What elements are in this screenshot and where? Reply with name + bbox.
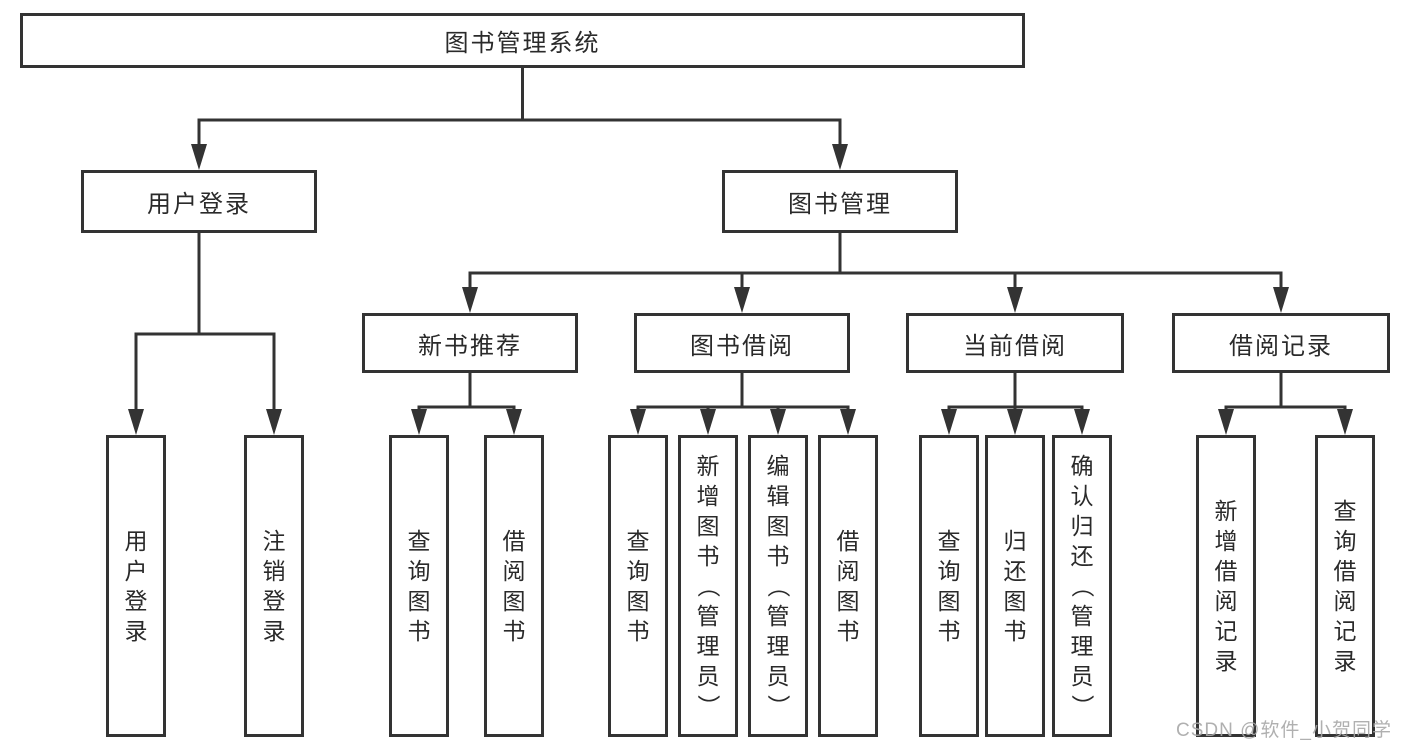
arrowhead-icon xyxy=(1074,409,1090,435)
node-borrow-records: 借阅记录 xyxy=(1172,313,1390,373)
node-leaf-confirm-return-admin: 确认归还（管理员） xyxy=(1052,435,1112,737)
node-leaf-add-books-admin: 新增图书（管理员） xyxy=(678,435,738,737)
node-leaf-query-books-current: 查询图书 xyxy=(919,435,979,737)
node-leaf-query-borrow-record: 查询借阅记录 xyxy=(1315,435,1375,737)
node-label: 图书管理系统 xyxy=(444,30,601,57)
node-book-borrow: 图书借阅 xyxy=(634,313,850,373)
node-new-book-recommend: 新书推荐 xyxy=(362,313,578,373)
node-leaf-logout: 注销登录 xyxy=(244,435,304,737)
node-label: 查询图书 xyxy=(407,528,431,644)
arrowhead-icon xyxy=(840,409,856,435)
arrowhead-icon xyxy=(411,409,427,435)
node-label: 新书推荐 xyxy=(418,332,522,360)
node-current-borrow: 当前借阅 xyxy=(906,313,1124,373)
arrowhead-icon xyxy=(770,409,786,435)
arrowhead-icon xyxy=(1007,287,1023,313)
arrowhead-icon xyxy=(128,409,144,435)
node-label: 借阅图书 xyxy=(836,528,860,644)
node-label: 查询图书 xyxy=(626,528,650,644)
arrowhead-icon xyxy=(700,409,716,435)
node-leaf-add-borrow-record: 新增借阅记录 xyxy=(1196,435,1256,737)
node-label: 查询借阅记录 xyxy=(1333,498,1357,674)
node-label: 查询图书 xyxy=(937,528,961,644)
arrowhead-icon xyxy=(630,409,646,435)
node-label: 用户登录 xyxy=(124,528,148,644)
node-label: 归还图书 xyxy=(1003,528,1027,644)
arrowhead-icon xyxy=(734,287,750,313)
arrowhead-icon xyxy=(266,409,282,435)
arrowhead-icon xyxy=(462,287,478,313)
node-label: 当前借阅 xyxy=(963,332,1067,360)
node-leaf-query-books-borrow: 查询图书 xyxy=(608,435,668,737)
arrowhead-icon xyxy=(1273,287,1289,313)
arrowhead-icon xyxy=(1007,409,1023,435)
node-label: 编辑图书（管理员） xyxy=(765,453,791,718)
node-leaf-return-books: 归还图书 xyxy=(985,435,1045,737)
node-label: 新增借阅记录 xyxy=(1214,498,1238,674)
node-label: 图书管理 xyxy=(788,191,892,218)
node-root: 图书管理系统 xyxy=(20,13,1025,68)
arrowhead-icon xyxy=(941,409,957,435)
arrowhead-icon xyxy=(1218,409,1234,435)
node-label: 借阅记录 xyxy=(1229,332,1333,360)
arrowhead-icon xyxy=(1337,409,1353,435)
node-user-login-group: 用户登录 xyxy=(81,170,317,233)
node-leaf-user-login: 用户登录 xyxy=(106,435,166,737)
arrowhead-icon xyxy=(506,409,522,435)
arrowhead-icon xyxy=(191,144,207,170)
node-leaf-borrow-books: 借阅图书 xyxy=(818,435,878,737)
node-label: 用户登录 xyxy=(147,191,251,218)
node-leaf-edit-books-admin: 编辑图书（管理员） xyxy=(748,435,808,737)
node-label: 确认归还（管理员） xyxy=(1069,453,1095,718)
watermark: CSDN @软件_小贺同学 xyxy=(1176,720,1392,741)
node-leaf-query-books-recommend: 查询图书 xyxy=(389,435,449,737)
node-label: 图书借阅 xyxy=(690,332,794,360)
node-book-management: 图书管理 xyxy=(722,170,958,233)
node-leaf-borrow-books-recommend: 借阅图书 xyxy=(484,435,544,737)
arrowhead-icon xyxy=(832,144,848,170)
node-label: 新增图书（管理员） xyxy=(695,453,721,718)
node-label: 借阅图书 xyxy=(502,528,526,644)
node-label: 注销登录 xyxy=(262,528,286,644)
